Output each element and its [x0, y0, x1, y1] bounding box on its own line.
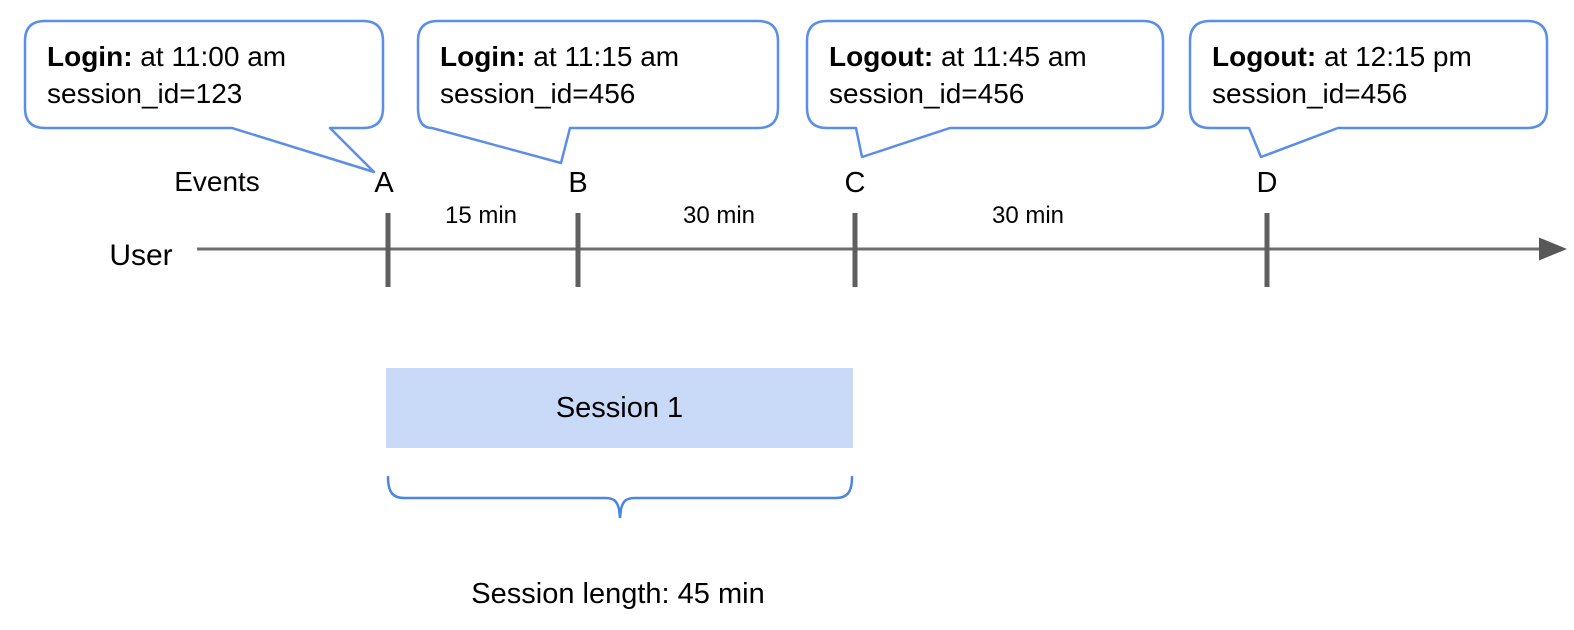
event-marker-d: D — [1256, 167, 1278, 199]
user-label: User — [109, 239, 173, 272]
event-marker-a: A — [374, 167, 394, 199]
callout-b-event-type: Login: — [440, 41, 526, 72]
callout-c-time: at 11:45 am — [933, 41, 1087, 72]
callout-d-time: at 12:15 pm — [1316, 41, 1472, 72]
callout-a-time: at 11:00 am — [132, 41, 287, 72]
callout-text-d: Logout: at 12:15 pm session_id=456 — [1212, 38, 1472, 112]
callout-text-a: Login: at 11:00 am session_id=123 — [47, 38, 286, 112]
callout-text-b: Login: at 11:15 am session_id=456 — [440, 38, 679, 112]
callout-c-session-id: session_id=456 — [829, 78, 1025, 109]
callout-bubble-d — [1188, 19, 1549, 159]
session-1-box: Session 1 — [386, 368, 853, 448]
callout-b-session-id: session_id=456 — [440, 78, 636, 109]
events-label: Events — [174, 166, 260, 197]
interval-label-c-d: 30 min — [991, 202, 1065, 229]
callout-d-session-id: session_id=456 — [1212, 78, 1408, 109]
callout-c-event-type: Logout: — [829, 41, 934, 72]
callout-c-line1: Logout: at 11:45 am — [829, 38, 1087, 75]
callout-a-line1: Login: at 11:00 am — [47, 38, 286, 75]
callout-bubble-b — [416, 19, 780, 165]
session-length-brace — [386, 475, 854, 519]
callout-text-c: Logout: at 11:45 am session_id=456 — [829, 38, 1087, 112]
event-marker-b: B — [568, 167, 588, 199]
session-length-label: Session length: 45 min — [471, 578, 765, 610]
callout-b-line1: Login: at 11:15 am — [440, 38, 679, 75]
session-1-label: Session 1 — [555, 391, 684, 424]
callout-a-event-type: Login: — [47, 41, 133, 72]
callout-d-line1: Logout: at 12:15 pm — [1212, 38, 1472, 75]
interval-label-b-c: 30 min — [682, 202, 756, 229]
callout-d-event-type: Logout: — [1212, 41, 1317, 72]
timeline-arrowhead-icon — [1539, 237, 1567, 261]
callout-b-time: at 11:15 am — [525, 41, 680, 72]
event-marker-c: C — [844, 167, 866, 199]
callout-a-session-id: session_id=123 — [47, 78, 243, 109]
interval-label-a-b: 15 min — [444, 202, 518, 229]
callout-bubble-a — [23, 19, 385, 174]
callout-bubble-c — [805, 19, 1165, 159]
